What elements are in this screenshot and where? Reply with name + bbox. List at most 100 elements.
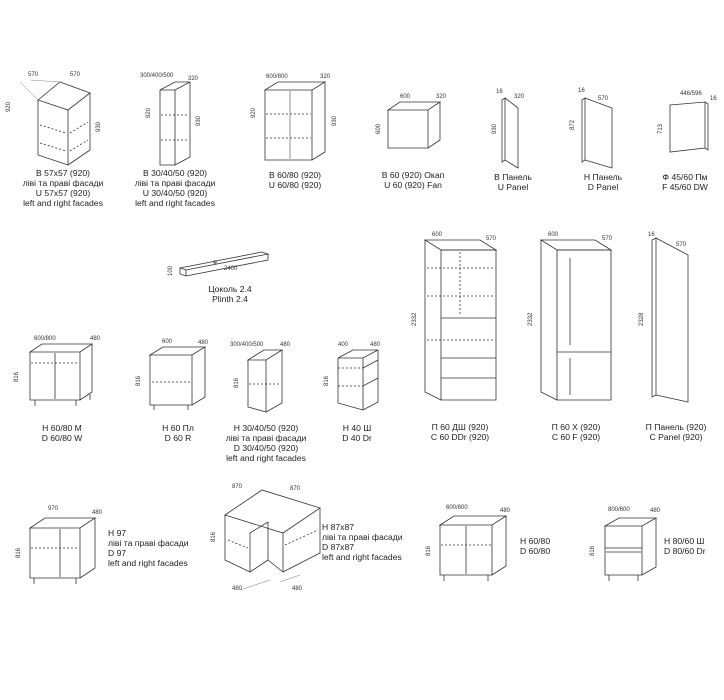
cabinet-b30-drawing (159, 81, 191, 166)
svg-text:600: 600 (376, 123, 382, 134)
cabinet-p60x-drawing (539, 239, 613, 401)
svg-text:816: 816 (14, 371, 20, 382)
facade-f4560-drawing (669, 101, 709, 153)
plinth-drawing (178, 251, 270, 277)
cabinet-p60dsh-drawing (423, 239, 498, 401)
svg-text:920: 920 (146, 107, 152, 118)
svg-text:816: 816 (136, 375, 142, 386)
svg-text:930: 930 (96, 121, 102, 132)
cabinet-h304050-drawing (246, 349, 284, 413)
caption-p60dsh: П 60 ДШ (920)C 60 DDr (920) (430, 422, 490, 442)
panel-b-drawing (501, 97, 519, 169)
svg-text:816: 816 (590, 545, 596, 556)
svg-text:600/800: 600/800 (446, 505, 468, 511)
svg-text:480: 480 (292, 586, 303, 592)
svg-text:480: 480 (232, 586, 243, 592)
caption-b60: B 60/80 (920)U 60/80 (920) (268, 170, 322, 190)
cabinet-h97-drawing (28, 517, 97, 584)
svg-text:570: 570 (28, 72, 39, 78)
svg-text:930: 930 (196, 115, 202, 126)
panel-p-drawing (651, 237, 689, 403)
cabinet-h6080-drawing (438, 515, 508, 581)
svg-text:570: 570 (598, 96, 609, 102)
svg-text:320: 320 (320, 74, 331, 80)
cabinet-h6080m-drawing (28, 343, 94, 406)
svg-text:320: 320 (514, 94, 525, 100)
cabinet-h8060sh-drawing (603, 517, 658, 581)
svg-text:480: 480 (90, 336, 101, 342)
cabinet-b57-drawing (19, 79, 91, 166)
svg-text:16: 16 (710, 96, 717, 102)
svg-text:320: 320 (436, 94, 447, 100)
svg-text:600: 600 (400, 94, 411, 100)
svg-text:300/400/500: 300/400/500 (140, 73, 174, 79)
svg-text:930: 930 (492, 123, 498, 134)
svg-text:930: 930 (332, 115, 338, 126)
svg-text:480: 480 (92, 510, 103, 516)
svg-text:816: 816 (324, 375, 330, 386)
svg-text:816: 816 (16, 547, 22, 558)
svg-text:16: 16 (648, 232, 655, 238)
svg-text:816: 816 (234, 377, 240, 388)
svg-text:920: 920 (6, 101, 12, 112)
svg-text:600/800: 600/800 (34, 336, 56, 342)
svg-text:816: 816 (426, 545, 432, 556)
svg-text:2328: 2328 (639, 312, 645, 326)
svg-text:600: 600 (432, 232, 443, 238)
svg-text:320: 320 (188, 76, 199, 82)
svg-text:600: 600 (162, 339, 173, 345)
svg-text:570: 570 (486, 236, 497, 242)
svg-text:570: 570 (70, 72, 81, 78)
caption-p60x: П 60 Х (920)C 60 F (920) (551, 422, 601, 442)
svg-text:480: 480 (370, 342, 381, 348)
cabinet-b60-drawing (263, 81, 327, 161)
svg-text:480: 480 (650, 508, 661, 514)
svg-text:2332: 2332 (412, 312, 418, 326)
svg-text:16: 16 (578, 88, 585, 94)
svg-text:870: 870 (232, 484, 243, 490)
svg-text:2332: 2332 (528, 312, 534, 326)
panel-h-drawing (581, 97, 613, 169)
svg-text:920: 920 (251, 107, 257, 118)
cabinet-h60pl-drawing (148, 346, 207, 410)
svg-text:870: 870 (290, 486, 301, 492)
svg-text:480: 480 (500, 508, 511, 514)
svg-text:300/400/500: 300/400/500 (230, 342, 264, 348)
svg-text:480: 480 (280, 342, 291, 348)
cabinet-h87-drawing (224, 489, 321, 591)
svg-text:816: 816 (211, 531, 217, 542)
svg-text:446/596: 446/596 (680, 91, 702, 97)
svg-text:970: 970 (48, 506, 59, 512)
svg-text:16: 16 (496, 89, 503, 95)
svg-text:480: 480 (198, 340, 209, 346)
svg-text:713: 713 (658, 123, 664, 134)
svg-text:570: 570 (602, 236, 613, 242)
svg-text:800/600: 800/600 (608, 507, 630, 513)
cabinet-h40sh-drawing (337, 349, 379, 411)
svg-text:100: 100 (168, 265, 174, 276)
cabinet-b60okap-drawing (386, 101, 442, 149)
svg-text:400: 400 (338, 342, 349, 348)
svg-text:600/800: 600/800 (266, 74, 288, 80)
svg-text:570: 570 (676, 242, 687, 248)
svg-text:600: 600 (548, 232, 559, 238)
svg-text:872: 872 (570, 119, 576, 130)
svg-text:2400: 2400 (224, 266, 238, 272)
caption-ppanel: П Панель (920)C Panel (920) (645, 422, 707, 442)
